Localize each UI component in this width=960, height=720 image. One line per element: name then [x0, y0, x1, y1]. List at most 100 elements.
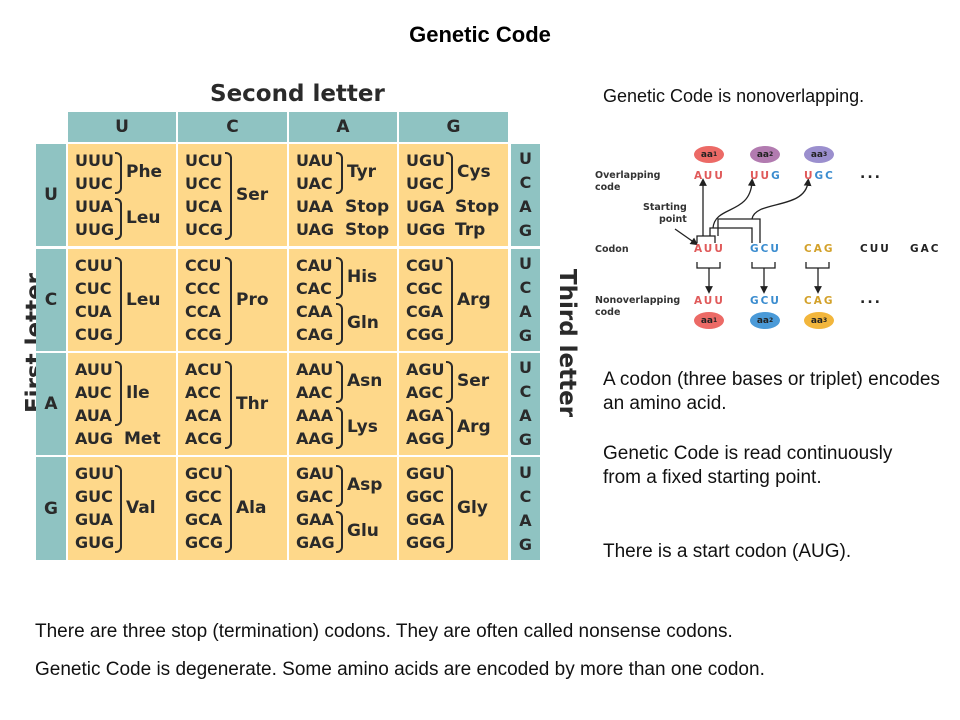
codon: GGC — [406, 487, 445, 506]
brace-icon — [336, 303, 343, 345]
third-letter: U — [519, 358, 532, 377]
third-letter: U — [519, 462, 532, 482]
bracket-uug — [709, 227, 753, 243]
codon: CAA — [296, 302, 333, 321]
codon: UGA — [406, 197, 445, 216]
codon: UAG — [296, 220, 335, 239]
brace-icon — [336, 361, 343, 403]
third-letter: C — [519, 382, 532, 401]
codon: AUA — [75, 406, 112, 425]
codon: CGC — [406, 279, 443, 298]
arrow-ugc — [751, 178, 812, 220]
bracket-bottom-cag — [805, 262, 830, 269]
codon: AAC — [296, 383, 333, 402]
codon: AGU — [406, 360, 445, 379]
amino-acid-label: Val — [126, 498, 156, 518]
row-header-a: A — [36, 353, 66, 455]
third-letter: G — [518, 326, 533, 345]
amino-acid-label: His — [347, 267, 378, 287]
codon: CUG — [75, 325, 113, 344]
amino-acid-label: Leu — [126, 208, 161, 228]
codon: AUG — [75, 429, 114, 448]
amino-acid-label: Thr — [236, 394, 269, 414]
brace-icon — [446, 257, 453, 345]
codon: ACC — [185, 383, 221, 402]
third-letter: U — [519, 254, 532, 273]
brace-icon — [225, 152, 232, 240]
codon: UAA — [296, 197, 334, 216]
third-letter: G — [518, 534, 533, 554]
third-letter: A — [519, 510, 532, 530]
brace-icon — [446, 407, 453, 449]
codon: CAU — [296, 256, 333, 275]
codon: AGA — [406, 406, 444, 425]
codon-seq-4: CUU — [860, 243, 891, 255]
amino-acid-label: Ile — [126, 382, 150, 403]
brace-icon — [115, 257, 122, 345]
amino-acid-label: Pro — [236, 290, 269, 310]
brace-icon — [336, 407, 343, 449]
codon: AUC — [75, 383, 112, 402]
amino-acid-label: Ser — [457, 371, 490, 391]
codon: GAC — [296, 487, 334, 506]
codon: UGG — [406, 220, 446, 239]
codon: CCU — [185, 256, 222, 275]
codon: UCU — [185, 151, 223, 170]
third-letter: A — [519, 197, 532, 216]
amino-acid-label: Cys — [457, 162, 491, 182]
overlap-ellipsis: ... — [860, 166, 882, 182]
row-header-c: C — [36, 249, 66, 351]
stop-codons-paragraph: There are three stop (termination) codon… — [35, 621, 733, 642]
codon: UUC — [75, 174, 113, 193]
diagram-connectors — [674, 178, 830, 294]
codon: CGU — [406, 256, 444, 275]
amino-acid-label: Lys — [347, 417, 378, 437]
codon-seq-1: AUU — [694, 243, 725, 255]
amino-acid-label: Stop — [345, 196, 390, 217]
codon: AGC — [406, 383, 444, 402]
brace-icon — [115, 465, 122, 553]
column-header-g: G — [399, 112, 508, 142]
codon: CAG — [296, 325, 334, 344]
brace-icon — [225, 361, 232, 449]
page-title: Genetic Code — [409, 22, 551, 47]
brace-icon — [446, 361, 453, 403]
nonoverlap-seq-2: GCU — [750, 295, 781, 307]
codon: UAU — [296, 151, 334, 170]
codon: ACU — [185, 360, 223, 379]
brace-icon — [115, 198, 122, 240]
codon: GAA — [296, 510, 334, 529]
brace-icon — [446, 465, 453, 553]
brace-icon — [336, 465, 343, 507]
amino-acid-label: Gln — [347, 313, 379, 333]
amino-acid-label: Stop — [455, 196, 500, 217]
third-letter: C — [519, 278, 532, 297]
codon-seq-5: GAC — [910, 243, 941, 255]
codon: UUU — [75, 151, 114, 170]
column-header-a: A — [289, 112, 397, 142]
codon: UGU — [406, 151, 446, 170]
continuous-paragraph: Genetic Code is read continuously from a… — [603, 443, 893, 488]
codon: GAU — [296, 464, 335, 483]
bracket-top-auu — [696, 235, 716, 243]
codon: CCA — [185, 302, 221, 321]
codon: CGG — [406, 325, 445, 344]
